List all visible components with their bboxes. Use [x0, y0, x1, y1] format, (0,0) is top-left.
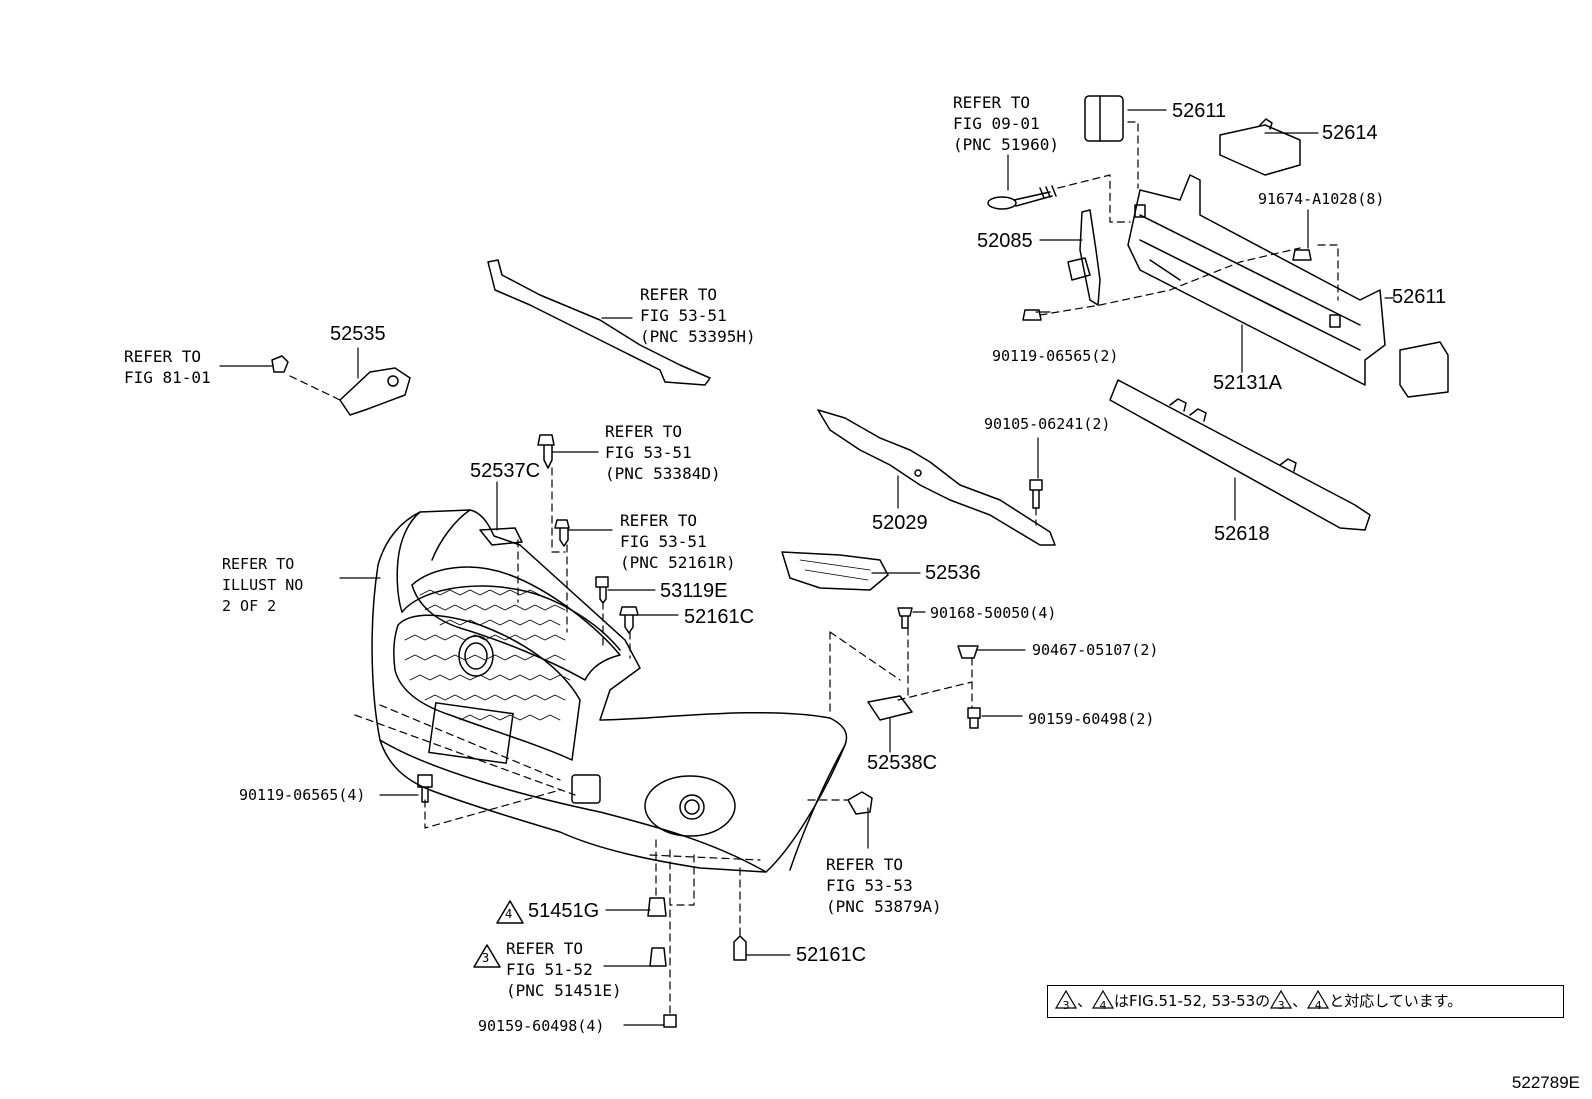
part-52029: 52029 [872, 512, 928, 534]
part-52537C: 52537C [470, 460, 541, 482]
part-90159-60498-4: 90159-60498(4) [478, 1017, 605, 1035]
note-separator: 、 [1077, 992, 1093, 1010]
part-52538C: 52538C [867, 752, 938, 774]
triangle-4-icon: 4 [1092, 990, 1115, 1012]
bracket-52538C [867, 695, 913, 721]
bumper-reinforcement [1127, 174, 1386, 386]
triangle-4-icon-2: 4 [1307, 990, 1330, 1012]
note-text-mid: はFIG.51-52, 53-53の [1114, 992, 1271, 1010]
part-90467-05107: 90467-05107(2) [1032, 641, 1159, 659]
part-90119-06565-4: 90119-06565(4) [239, 786, 366, 804]
leader-lines [219, 109, 1395, 1026]
warning-triangle-3 [473, 944, 501, 968]
bracket-52535 [339, 367, 411, 416]
part-90119-06565-2: 90119-06565(2) [992, 347, 1119, 365]
triangle-3-label: 3 [482, 951, 490, 965]
part-53119E: 53119E [660, 580, 728, 602]
retainer-52029 [817, 409, 1056, 546]
bracket-52611-top [1084, 95, 1124, 142]
refer-fig-81-01: REFER TO FIG 81-01 [124, 347, 211, 387]
part-52611-top: 52611 [1172, 100, 1227, 122]
note-separator-2: 、 [1292, 992, 1308, 1010]
warning-triangle-4 [496, 900, 524, 924]
note-box [1047, 985, 1564, 1018]
bracket-52536 [781, 551, 889, 591]
refer-fig-53-53: REFER TO FIG 53-53 (PNC 53879A) [826, 855, 942, 916]
refer-fig-51-52: REFER TO FIG 51-52 (PNC 51451E) [506, 939, 622, 1000]
refer-fig-53-51-53384D: REFER TO FIG 53-51 (PNC 53384D) [605, 422, 721, 483]
part-90159-60498-2: 90159-60498(2) [1028, 710, 1155, 728]
part-52536: 52536 [925, 562, 981, 584]
part-52614: 52614 [1322, 122, 1378, 144]
part-90105-06241: 90105-06241(2) [984, 415, 1111, 433]
triangle-3-icon-2: 3 [1270, 990, 1293, 1012]
part-52085: 52085 [977, 230, 1033, 252]
part-90168-50050: 90168-50050(4) [930, 604, 1057, 622]
tow-hook [987, 185, 1057, 210]
triangle-3-icon: 3 [1055, 990, 1077, 1012]
front-bumper-cover [371, 509, 848, 873]
refer-fig-53-51-53395H: REFER TO FIG 53-51 (PNC 53395H) [640, 285, 756, 346]
absorber-52618 [1109, 379, 1371, 531]
bracket-52085 [1067, 209, 1101, 306]
bracket-52614 [1219, 118, 1301, 176]
triangle-4-label: 4 [505, 907, 513, 921]
part-91674-A1028: 91674-A1028(8) [1258, 190, 1385, 208]
part-52131A: 52131A [1213, 372, 1282, 394]
part-51451G: 51451G [528, 900, 600, 922]
refer-fig-53-51-52161R: REFER TO FIG 53-51 (PNC 52161R) [620, 511, 736, 572]
dashed-assembly-lines [289, 121, 1339, 1016]
bracket-52611-right [1399, 341, 1449, 398]
refer-illust-2-of-2: REFER TO ILLUST NO 2 OF 2 [222, 555, 304, 615]
part-52161C-top: 52161C [684, 606, 755, 628]
part-52611-right: 52611 [1392, 286, 1447, 308]
part-52535: 52535 [330, 323, 386, 345]
bracket-52537C [479, 527, 523, 546]
support-53395H [487, 259, 711, 386]
fasteners [271, 249, 1312, 1028]
figure-number: 522789E [1511, 1073, 1580, 1092]
note-text-end: と対応しています。 [1329, 992, 1463, 1010]
part-52161C-bottom: 52161C [796, 944, 867, 966]
part-52618: 52618 [1214, 523, 1270, 545]
refer-fig-09-01: REFER TO FIG 09-01 (PNC 51960) [953, 93, 1059, 154]
